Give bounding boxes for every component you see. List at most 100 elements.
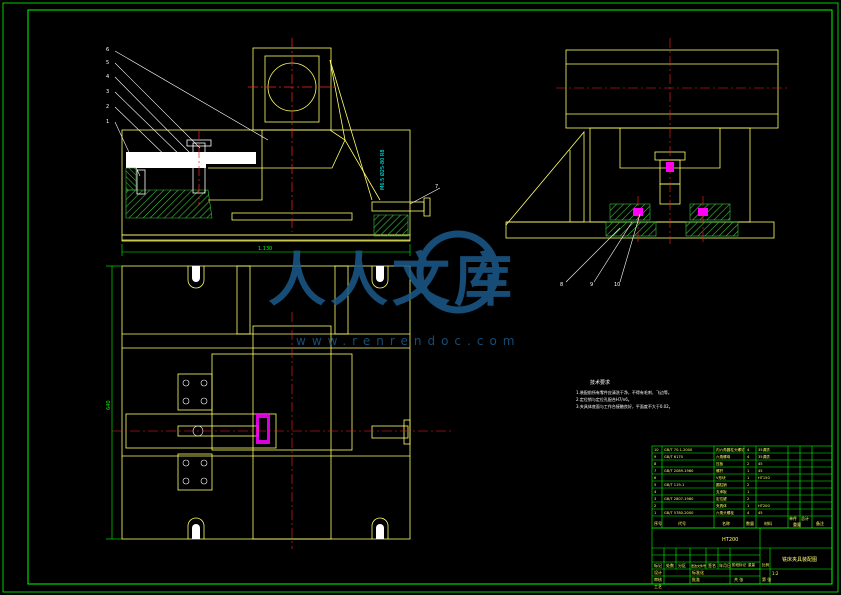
watermark: 人人文库 www.renrendoc.com — [268, 230, 520, 348]
label-sheet-no: 第 张 — [762, 576, 771, 582]
bom-cell-name: 压板 — [716, 461, 724, 466]
bom-row-lines — [652, 452, 832, 517]
overall-width-dim: 1.130 — [258, 246, 272, 252]
label-weight: 重量 — [748, 562, 756, 567]
side-leader-labels: 8 9 10 — [560, 282, 620, 288]
bom-cell-material: 35调质 — [758, 447, 770, 452]
label-sheet-total: 共 张 — [734, 576, 743, 582]
bom-cell-name: 内六角圆柱头螺钉 — [716, 447, 745, 452]
bom-header-weight: 重量 — [793, 521, 801, 527]
label-scale: 比例 — [762, 562, 770, 567]
bom-cell-qty: 1 — [747, 490, 749, 494]
label-design: 设计 — [654, 569, 662, 575]
bom-cell-qty: 1 — [747, 476, 749, 480]
bom-header-name: 名称 — [722, 520, 730, 526]
bom-cell-code: GB/T 70.1-2000 — [664, 448, 693, 452]
leader-labels: 6 5 4 3 2 1 7 — [106, 47, 438, 190]
label-count: 处数 — [666, 562, 674, 568]
label-review: 审核 — [654, 576, 662, 582]
bom-cell-qty: 1 — [747, 504, 749, 508]
label-standard: 标准化 — [692, 569, 704, 575]
bom-cell-no: 5 — [654, 483, 656, 487]
bom-cell-name: 支承板 — [716, 489, 727, 494]
bom-header-qty: 数量 — [746, 520, 754, 526]
bom-cell-material: 45 — [758, 469, 763, 473]
bom-header-no: 序号 — [654, 520, 662, 526]
tech-notes-heading: 技术要求 — [590, 379, 610, 386]
label-process: 工艺 — [654, 584, 662, 589]
title-material: HT200 — [722, 537, 738, 543]
scale-value: 1:2 — [772, 571, 779, 576]
leader-label: 10 — [614, 282, 620, 288]
tech-note-line: 3.夹具体底面与工作台接触良好，平面度不大于0.02。 — [576, 403, 673, 409]
bom-cell-name: 六角头螺栓 — [716, 510, 734, 515]
bom-cell-material: 45 — [758, 462, 763, 466]
tech-notes: 技术要求 1.装配前所有零件应清洗干净，不得有毛刺、飞边等。 2.定位销与定位孔… — [576, 379, 673, 409]
leader-label: 2 — [106, 104, 109, 110]
bom-cell-material: 45 — [758, 511, 763, 515]
watermark-url: www.renrendoc.com — [296, 334, 520, 348]
tech-note-line: 1.装配前所有零件应清洗干净，不得有毛刺、飞边等。 — [576, 389, 672, 395]
title-block — [651, 527, 833, 585]
front-view — [121, 47, 431, 242]
bom-cell-code: GB/T 119-1 — [664, 483, 684, 487]
hatch-right — [373, 214, 409, 237]
label-change-doc: 更改文件号 — [691, 563, 706, 568]
label-sign: 签名 — [708, 562, 716, 568]
bom-cell-code: GB/T 2807-1980 — [664, 497, 694, 501]
bom-cell-name: V形块 — [716, 475, 726, 480]
bom-cell-qty: 4 — [747, 455, 750, 459]
bom-cell-material: HT150 — [758, 476, 770, 480]
bom-header-note: 备注 — [816, 520, 824, 526]
inner-border — [27, 9, 833, 585]
bom-cell-qty: 4 — [747, 511, 750, 515]
label-stage-mark: 阶段标记 — [732, 562, 746, 567]
hatch-left — [125, 189, 213, 219]
label-date: 年月日 — [719, 562, 731, 568]
overall-height-dim: 640 — [106, 400, 112, 410]
leader-label: 1 — [106, 119, 109, 125]
leader-label: 8 — [560, 282, 563, 288]
dimension-note: M6.5 Ø25-80 R8 — [379, 149, 386, 190]
leader-label: 5 — [106, 60, 109, 66]
bom-cell-material: 35调质 — [758, 454, 770, 459]
bom-cell-no: 6 — [654, 476, 657, 480]
leader-label: 6 — [106, 47, 109, 53]
watermark-title: 人人文库 — [268, 246, 516, 314]
bom-cell-code: GB/T 5780-2000 — [664, 511, 694, 515]
bom-cell-no: 2 — [654, 504, 656, 508]
bom-header-material: 材料 — [764, 520, 772, 526]
bom-cell-no: 10 — [654, 448, 659, 452]
bom-cell-code: GB/T 2089-1980 — [664, 469, 694, 473]
bom-cell-qty: 4 — [747, 448, 750, 452]
tech-note-line: 2.定位销与定位孔配合H7/n6。 — [576, 396, 632, 402]
bom-header-total: 总计 — [801, 515, 809, 521]
bom-cell-name: 夹具体 — [716, 503, 727, 508]
bom-cell-qty: 2 — [747, 462, 749, 466]
watermark-logo-ring — [416, 230, 500, 314]
bom-cell-name: 六角螺母 — [716, 454, 731, 459]
bom-header-single: 单件 — [789, 515, 797, 521]
label-mark: 标记 — [654, 562, 662, 568]
leader-label: 4 — [106, 74, 109, 80]
bom-cell-name: 定位键 — [716, 496, 727, 501]
bom-cell-no: 7 — [654, 469, 656, 473]
label-approve: 批准 — [692, 576, 700, 582]
bom-cell-code: GB/T 6170 — [664, 455, 684, 459]
bom-cell-no: 1 — [654, 511, 656, 515]
bom-cell-no: 8 — [654, 462, 657, 466]
leader-label: 3 — [106, 89, 109, 95]
label-division: 分区 — [678, 562, 686, 568]
bom-cell-no: 9 — [654, 455, 657, 459]
bom-cell-name: 螺杆 — [716, 468, 724, 473]
bom-header: 序号 代号 名称 数量 材料 单件 总计 重量 备注 — [654, 515, 824, 527]
bom-cell-no: 3 — [654, 497, 656, 501]
bom-cell-qty: 2 — [747, 483, 749, 487]
bom-cell-name: 圆柱销 — [716, 482, 727, 487]
leader-label: 9 — [590, 282, 593, 288]
bom-header-code: 代号 — [678, 520, 686, 526]
title-drawing-name: 铣床夹具装配图 — [782, 556, 817, 563]
